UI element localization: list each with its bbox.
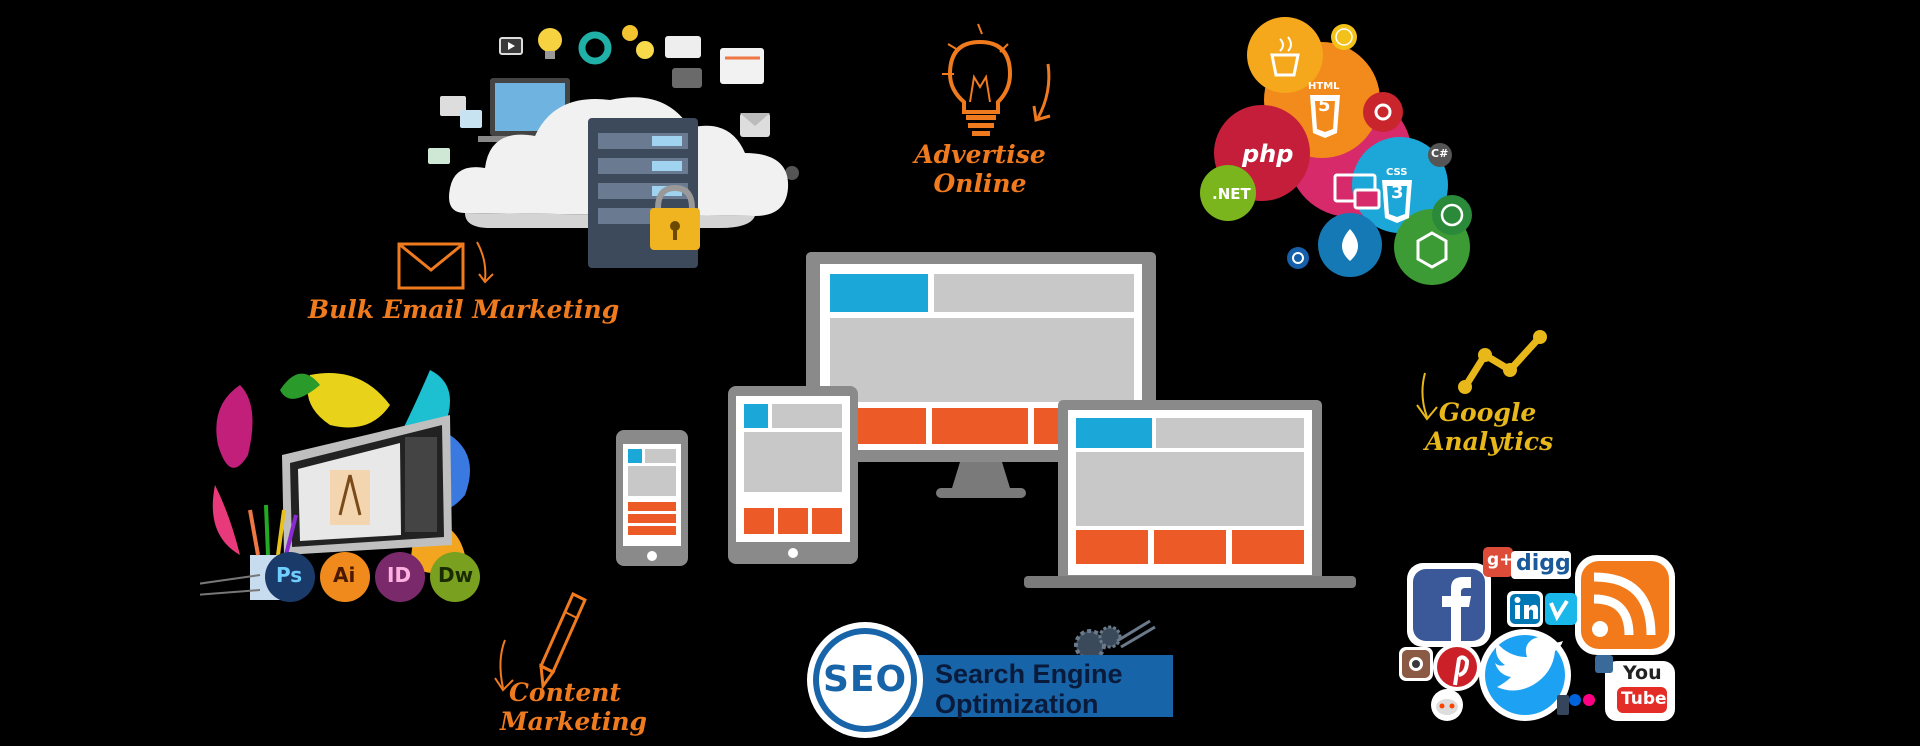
analytics-chart-icon	[1405, 325, 1550, 430]
graphic-design-illustration: Ps Ai ID Dw	[200, 365, 560, 615]
google-plus-badge: g+	[1487, 550, 1514, 570]
php-badge: php	[1242, 140, 1294, 168]
envelope-icon	[395, 240, 505, 292]
content-marketing-label: Content Marketing	[500, 678, 647, 736]
seo-badge-text: SEO	[822, 659, 908, 700]
dreamweaver-badge: Dw	[438, 563, 474, 587]
lightbulb-icon	[930, 22, 1070, 140]
css-version: 3	[1391, 182, 1404, 203]
responsive-devices-illustration	[610, 250, 1370, 590]
indesign-badge: ID	[387, 563, 412, 587]
seo-title-line2: Optimization	[935, 689, 1099, 719]
social-media-icons: g+ digg You Tube	[1395, 545, 1685, 725]
seo-badge: SEO Search Engine Optimization	[805, 615, 1175, 740]
dotnet-badge: .NET	[1212, 185, 1251, 203]
html-version: 5	[1318, 95, 1331, 116]
photoshop-badge: Ps	[276, 563, 303, 587]
cloud-hosting-illustration	[420, 18, 820, 273]
youtube-badge-top: You	[1623, 662, 1662, 684]
html-badge: HTML	[1308, 81, 1340, 92]
digg-badge: digg	[1516, 551, 1571, 576]
seo-title-line1: Search Engine	[935, 659, 1123, 689]
csharp-badge: C#	[1431, 147, 1449, 160]
google-analytics-label: Google Analytics	[1425, 398, 1554, 456]
youtube-badge-bottom: Tube	[1621, 689, 1667, 709]
web-technologies-bubbles: HTML 5 php .NET CSS 3 C#	[1200, 15, 1490, 290]
pencil-icon	[485, 590, 605, 702]
bulk-email-marketing-label: Bulk Email Marketing	[308, 295, 620, 324]
advertise-online-label: Advertise Online	[914, 140, 1046, 198]
css-badge: CSS	[1386, 167, 1408, 178]
illustrator-badge: Ai	[333, 563, 356, 587]
